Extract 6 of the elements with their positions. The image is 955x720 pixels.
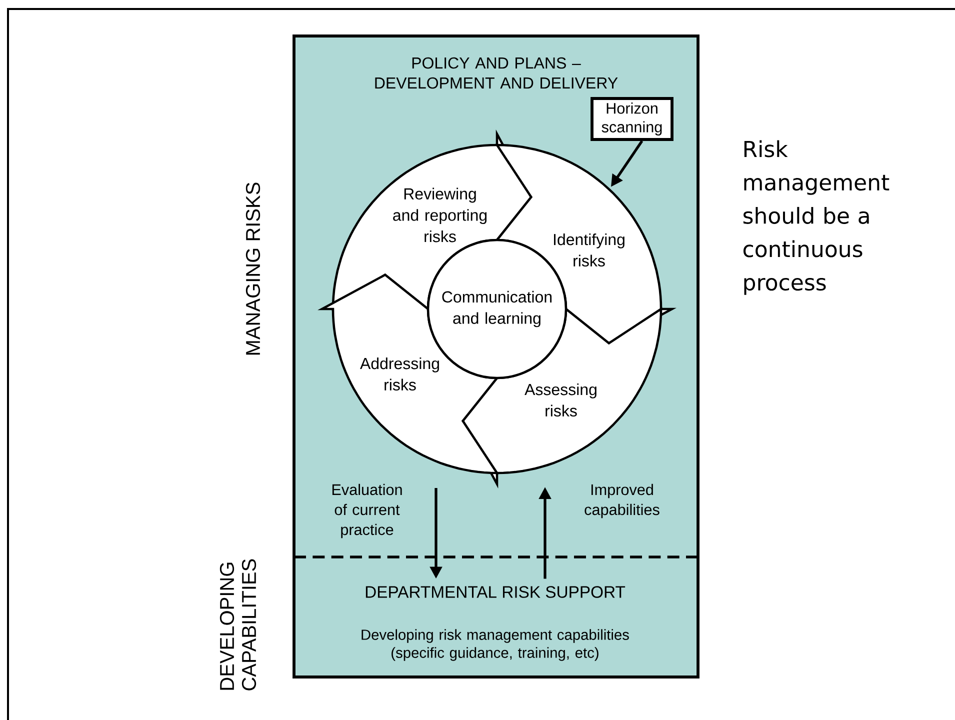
section-label: DEVELOPING CAPABILITIES xyxy=(220,559,256,690)
section-label: MANAGING RISKS xyxy=(246,182,260,355)
edge-label: Evaluation of current practice xyxy=(318,482,416,540)
note-text: Risk management should be a continuous process xyxy=(743,140,890,295)
support-panel: DEPARTMENTAL RISK SUPPORT Developing risk management capabilities (specific guidance, training, etc) xyxy=(294,557,698,677)
horizon-box: Horizon scanning xyxy=(590,97,674,141)
